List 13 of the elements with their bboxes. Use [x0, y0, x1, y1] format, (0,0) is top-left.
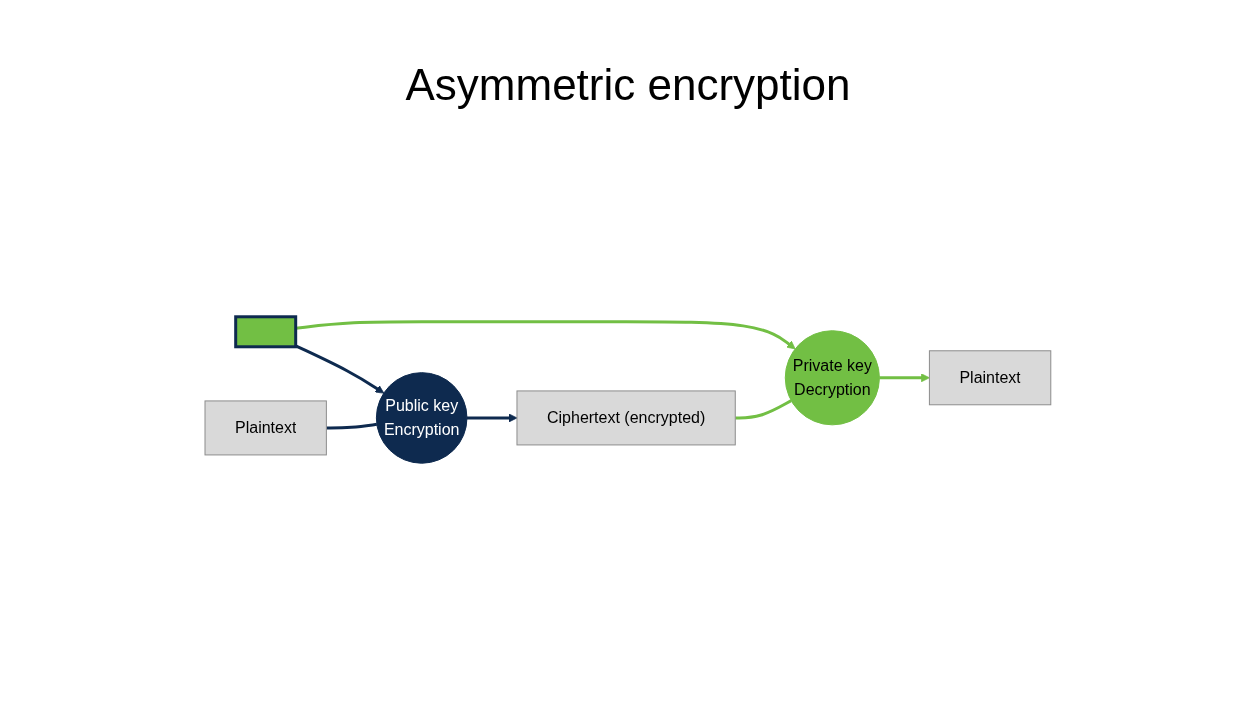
arrow	[467, 413, 518, 423]
node-circle: Private key Decryption	[784, 330, 880, 426]
arrow	[295, 344, 385, 394]
connector	[326, 422, 378, 430]
node-circle: Public key Encryption	[376, 372, 468, 464]
node-box: Ciphertext (encrypted)	[516, 390, 736, 446]
node-box: Plaintext	[204, 400, 327, 456]
arrow	[879, 373, 930, 383]
arrow	[295, 320, 796, 350]
diagram-title: Asymmetric encryption	[404, 60, 852, 110]
connector	[735, 399, 793, 420]
node-box: Plaintext	[929, 350, 1052, 406]
node-box	[234, 315, 298, 349]
